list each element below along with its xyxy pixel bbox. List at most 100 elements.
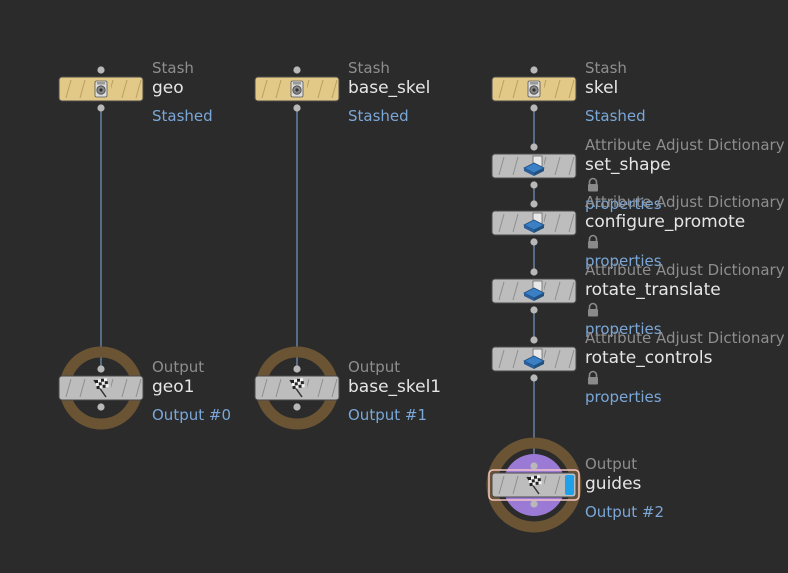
node-hatch	[512, 213, 519, 233]
output-port[interactable]	[530, 306, 538, 314]
stash-icon	[527, 80, 541, 98]
node-hatch	[121, 378, 128, 398]
stash-icon	[94, 80, 108, 98]
node-hatch	[79, 378, 86, 398]
output-port[interactable]	[293, 403, 301, 411]
node-hatch	[498, 281, 505, 301]
node-hatch	[317, 378, 324, 398]
node-sub-label: Output #2	[585, 503, 664, 521]
input-port[interactable]	[530, 200, 538, 208]
input-port[interactable]	[97, 365, 105, 373]
input-port[interactable]	[530, 336, 538, 344]
node-name-label: geo	[152, 78, 184, 98]
output-port[interactable]	[293, 104, 301, 112]
input-port[interactable]	[293, 66, 301, 74]
output-port[interactable]	[530, 104, 538, 112]
node-name-label: configure_promote	[585, 212, 746, 232]
node-hatch	[512, 349, 519, 369]
node-type-label: Attribute Adjust Dictionary	[585, 261, 785, 279]
node-hatch	[498, 213, 505, 233]
dictionary-icon	[523, 212, 545, 233]
node-stash_base_skel[interactable]	[254, 66, 340, 112]
node-hatch	[512, 281, 519, 301]
node-hatch	[275, 79, 282, 99]
dictionary-icon	[523, 348, 545, 369]
node-type-label: Output	[585, 455, 638, 473]
node-hatch	[498, 475, 505, 495]
node-hatch	[261, 79, 268, 99]
node-hatch	[568, 281, 575, 301]
node-hatch	[498, 349, 505, 369]
node-hatch	[568, 79, 575, 99]
lock-icon	[588, 234, 598, 249]
output-port[interactable]	[530, 181, 538, 189]
node-sub-label: Stashed	[348, 107, 409, 125]
node-set_shape[interactable]	[491, 143, 577, 189]
node-type-label: Stash	[585, 59, 627, 77]
dictionary-icon	[523, 280, 545, 301]
node-output_base_skel1[interactable]	[254, 346, 340, 430]
input-port[interactable]	[97, 66, 105, 74]
node-configure_promote[interactable]	[491, 200, 577, 246]
node-hatch	[498, 79, 505, 99]
node-type-label: Attribute Adjust Dictionary	[585, 136, 785, 154]
node-type-label: Attribute Adjust Dictionary	[585, 193, 785, 211]
node-hatch	[275, 378, 282, 398]
node-name-label: skel	[585, 78, 619, 98]
node-hatch	[65, 79, 72, 99]
node-output_guides[interactable]	[486, 437, 582, 533]
input-port[interactable]	[293, 365, 301, 373]
flag-icon	[526, 475, 542, 495]
selection-outline	[488, 469, 580, 501]
node-hatch	[512, 475, 519, 495]
flag-icon	[93, 378, 109, 398]
dictionary-icon	[523, 155, 545, 176]
node-hatch	[79, 79, 86, 99]
node-hatch	[554, 79, 561, 99]
node-name-label: base_skel	[348, 78, 431, 98]
node-hatch	[135, 378, 142, 398]
input-port[interactable]	[530, 143, 538, 151]
node-hatch	[512, 79, 519, 99]
input-port[interactable]	[530, 66, 538, 74]
node-hatch	[554, 349, 561, 369]
output-port[interactable]	[97, 104, 105, 112]
node-sub-label: Stashed	[152, 107, 213, 125]
node-hatch	[498, 156, 505, 176]
node-type-label: Output	[152, 358, 205, 376]
nodes-layer	[58, 66, 598, 533]
node-name-label: guides	[585, 474, 642, 494]
output-port[interactable]	[97, 403, 105, 411]
node-hatch	[65, 378, 72, 398]
input-port[interactable]	[530, 462, 538, 470]
node-sub-label: Output #0	[152, 406, 231, 424]
node-rotate_controls[interactable]	[491, 336, 577, 382]
node-output_geo1[interactable]	[58, 346, 144, 430]
lock-icon	[588, 177, 598, 192]
node-name-label: base_skel1	[348, 377, 442, 397]
node-hatch	[554, 213, 561, 233]
output-port[interactable]	[530, 500, 538, 508]
node-stash_geo[interactable]	[58, 66, 144, 112]
output-port[interactable]	[530, 374, 538, 382]
node-sub-label: Output #1	[348, 406, 427, 424]
node-name-label: set_shape	[585, 155, 671, 175]
node-hatch	[568, 213, 575, 233]
lock-icon	[588, 302, 598, 317]
node-hatch	[121, 79, 128, 99]
input-port[interactable]	[530, 268, 538, 276]
node-name-label: rotate_translate	[585, 280, 721, 300]
node-sub-label: properties	[585, 320, 662, 338]
node-rotate_translate[interactable]	[491, 268, 577, 314]
node-type-label: Attribute Adjust Dictionary	[585, 329, 785, 347]
lock-icon	[588, 370, 598, 385]
node-hatch	[317, 79, 324, 99]
node-hatch	[331, 378, 338, 398]
output-port[interactable]	[530, 238, 538, 246]
node-name-label: geo1	[152, 377, 195, 397]
display-flag[interactable]	[565, 475, 574, 495]
node-stash_skel[interactable]	[491, 66, 577, 112]
node-type-label: Stash	[152, 59, 194, 77]
node-hatch	[135, 79, 142, 99]
